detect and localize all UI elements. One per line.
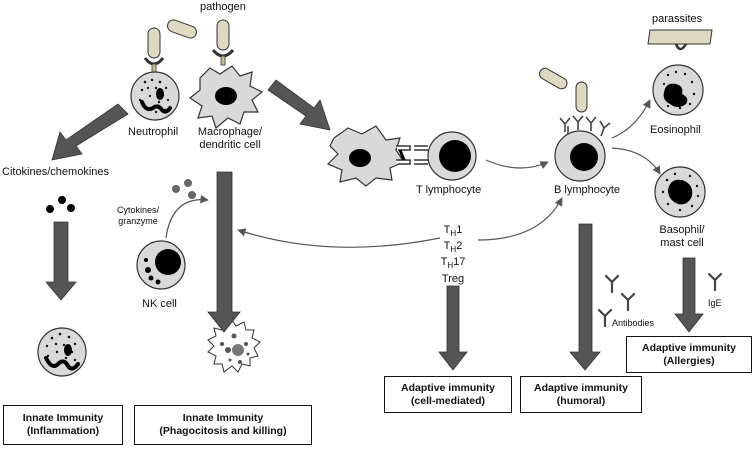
adaptive-allergies-line1: Adaptive immunity	[642, 341, 736, 354]
arrow-bcell-to-basophil	[611, 147, 661, 175]
pathogen-rod-neutrophil	[143, 27, 165, 75]
innate-phagocytosis-line1: Innate Immunity	[182, 412, 264, 424]
th17-t: T	[440, 256, 448, 269]
phagocytosed-debris	[207, 319, 261, 373]
th2-label: TH2	[438, 240, 468, 256]
neutrophil-cell	[130, 71, 180, 121]
th1-t: T	[443, 224, 451, 236]
cytokine-dots	[172, 179, 196, 199]
arrow-basophil-down	[674, 257, 704, 333]
thin-arrows	[165, 99, 661, 248]
adaptive-humoral-line1: Adaptive immunity	[534, 381, 628, 394]
label-nk-cell: NK cell	[142, 298, 177, 310]
adaptive-allergies-line2: (Allergies)	[663, 354, 715, 367]
label-cytokines-line1: Cytokines/	[116, 205, 160, 215]
ige-icon	[707, 272, 723, 292]
label-macrophage: Macrophage/ dendritic cell	[190, 126, 270, 152]
label-b-lymphocyte: B lymphocyte	[554, 184, 621, 196]
arrow-macrophage-down	[207, 171, 241, 333]
arrow-bcell-down	[569, 223, 601, 371]
macrophage-cell	[188, 65, 264, 130]
th-subsets: TH1 TH2 TH17 Treg	[438, 224, 468, 286]
th2-t: T	[443, 240, 451, 253]
box-adaptive-humoral: Adaptive immunity (humoral)	[520, 376, 642, 413]
b-lymphocyte-cell	[554, 130, 606, 182]
label-parasites: parassites	[652, 13, 703, 25]
adaptive-cell-mediated-line1: Adaptive immunity	[401, 381, 495, 394]
label-ige: IgE	[708, 298, 722, 308]
parasite-shape	[647, 29, 713, 51]
dendritic-cell-presenting	[326, 125, 405, 187]
label-granzyme-line2: granzyme	[118, 216, 158, 226]
label-macrophage-line2: dendritic cell	[199, 139, 261, 151]
arrow-nk-cytokines	[165, 194, 209, 239]
box-adaptive-allergies: Adaptive immunity (Allergies)	[626, 336, 752, 373]
label-eosinophil: Eosinophil	[650, 124, 701, 136]
label-cytokines-chemokines: Citokines/chemokines	[2, 166, 109, 178]
arrow-chemokines-down	[45, 221, 77, 301]
th17-num: 17	[453, 256, 466, 269]
th17-label: TH17	[438, 256, 468, 272]
treg-label: Treg	[441, 272, 465, 285]
chemokine-dots	[46, 196, 75, 213]
arrow-tcell-to-bcell	[485, 159, 549, 169]
adaptive-humoral-line2: (humoral)	[556, 394, 606, 407]
inflammation-neutrophil	[37, 327, 87, 377]
label-macrophage-line1: Macrophage/	[197, 126, 263, 138]
b-cell-receptors	[559, 115, 611, 137]
tcr-mhc-synapse	[396, 145, 428, 165]
antibody-icons	[597, 274, 636, 328]
label-t-lymphocyte: T lymphocyte	[416, 184, 482, 196]
innate-inflammation-line2: (Inflammation)	[26, 425, 100, 437]
nk-cell	[136, 240, 186, 290]
arrow-macrophage-to-tcell	[267, 79, 331, 131]
label-neutrophil: Neutrophil	[128, 126, 179, 138]
arrow-bcell-to-eosinophil	[611, 99, 651, 139]
th1-h: H	[450, 229, 457, 239]
label-basophil-line1: Basophil/	[659, 224, 705, 236]
th2-h: H	[450, 245, 457, 255]
adaptive-cell-mediated-line2: (cell-mediated)	[410, 394, 486, 407]
label-basophil: Basophil/ mast cell	[650, 224, 714, 250]
th17-h: H	[447, 261, 454, 271]
label-cytokines-granzyme: Cytokines/ granzyme	[108, 205, 168, 227]
label-antibodies: Antibodies	[612, 318, 655, 328]
pathogen-rod-macrophage	[167, 19, 235, 66]
label-basophil-line2: mast cell	[660, 237, 704, 249]
basophil-cell	[654, 166, 706, 218]
th2-num: 2	[456, 240, 463, 253]
box-innate-phagocytosis: Innate Immunity (Phagocitosis and killin…	[134, 405, 312, 445]
arrow-neutrophil-to-chemokines	[51, 103, 129, 161]
arrow-th-to-macrophage	[237, 228, 441, 248]
arrow-th-to-bcell	[477, 197, 563, 241]
t-lymphocyte-cell	[427, 131, 477, 181]
thick-arrows	[45, 79, 704, 371]
th1-label: TH1	[438, 224, 468, 240]
label-pathogen: pathogen	[200, 1, 246, 13]
eosinophil-cell	[652, 64, 704, 116]
pathogen-rods-b-cell	[539, 67, 588, 113]
box-innate-inflammation: Innate Immunity (Inflammation)	[3, 405, 123, 445]
th1-num: 1	[456, 224, 463, 236]
box-adaptive-cell-mediated: Adaptive immunity (cell-mediated)	[384, 376, 512, 413]
innate-inflammation-line1: Innate Immunity	[22, 412, 104, 424]
arrow-th-down	[438, 285, 468, 371]
innate-phagocytosis-line2: (Phagocitosis and killing)	[159, 425, 287, 437]
